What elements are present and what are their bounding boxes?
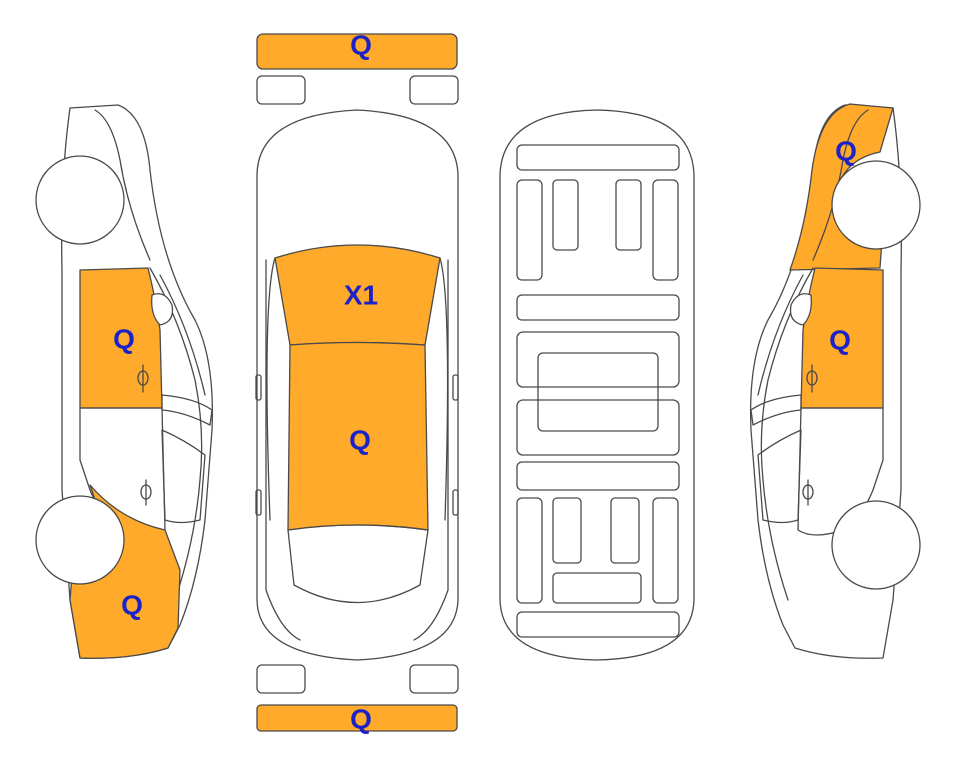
- front-left-light: [256, 75, 306, 105]
- left-rear-wheel: [35, 155, 125, 245]
- underbody-outline: [499, 109, 695, 661]
- rear-left-light: [256, 664, 306, 694]
- left-front-fender-code: Q: [121, 590, 143, 621]
- rear-bumper-panel[interactable]: [256, 704, 458, 732]
- left-front-door-code: Q: [113, 324, 135, 355]
- right-front-door-code: Q: [829, 325, 851, 356]
- windshield-code: X1: [344, 280, 378, 311]
- rear-bumper-code: Q: [350, 704, 372, 735]
- left-side-view: Q Q: [35, 104, 214, 659]
- right-rear-quarter-code: Q: [835, 136, 857, 167]
- left-front-wheel: [35, 495, 125, 585]
- right-side-view: Q Q: [749, 103, 921, 659]
- right-rear-wheel: [831, 160, 921, 250]
- right-front-wheel: [831, 500, 921, 590]
- front-bumper-panel[interactable]: [256, 33, 458, 70]
- hood-code: Q: [349, 425, 371, 456]
- rear-right-light: [409, 664, 459, 694]
- front-right-light: [409, 75, 459, 105]
- top-view: Q X1 Q Q: [255, 30, 459, 735]
- underbody-view: [499, 109, 695, 661]
- front-bumper-code: Q: [350, 30, 372, 61]
